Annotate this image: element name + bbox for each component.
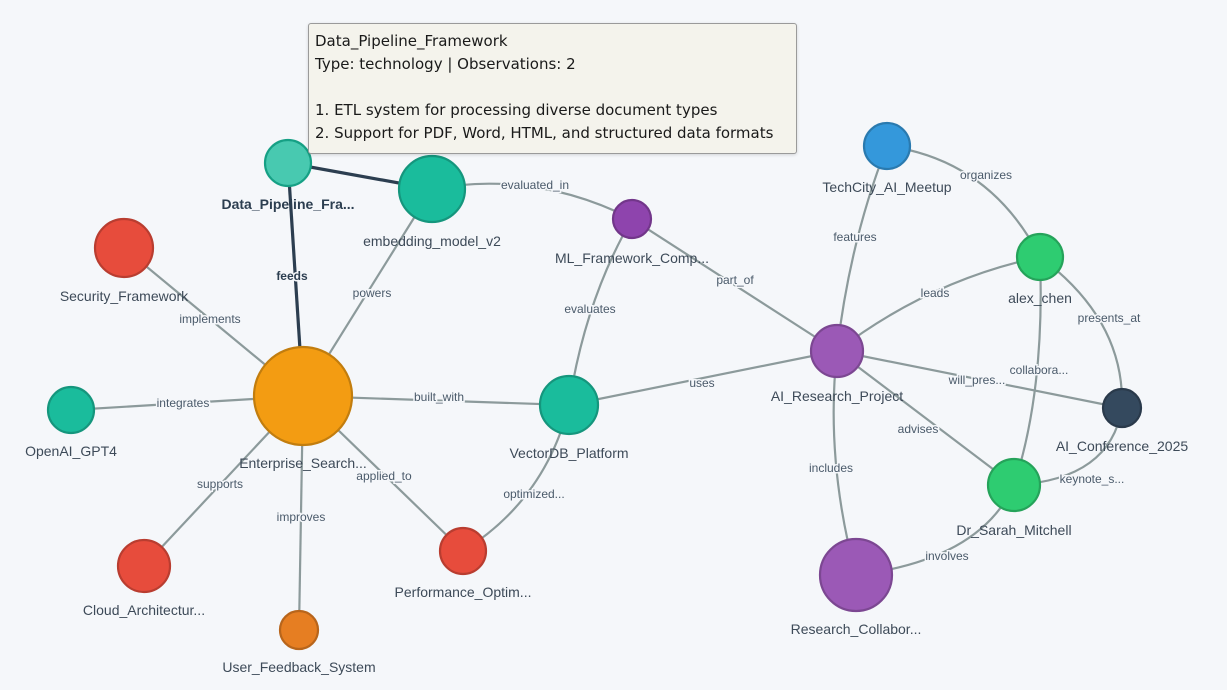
tooltip-observation: 2. Support for PDF, Word, HTML, and stru… <box>315 124 774 142</box>
edge-label: evaluated_in <box>501 178 569 192</box>
edge-label: applied_to <box>356 469 412 483</box>
node-cloud[interactable] <box>116 538 172 594</box>
node-openai[interactable] <box>46 385 96 435</box>
edge-label: involves <box>925 549 968 563</box>
edge-ai_research-dr_sarah[interactable] <box>836 350 1015 486</box>
node-label-techcity: TechCity_AI_Meetup <box>822 179 951 195</box>
node-label-user_feedback: User_Feedback_System <box>222 659 375 675</box>
edge-label: supports <box>197 477 243 491</box>
edge-label: feeds <box>276 269 308 283</box>
edge-label: built_with <box>414 390 464 404</box>
edge-label: organizes <box>960 168 1012 182</box>
edge-label: leads <box>921 286 950 300</box>
node-label-performance: Performance_Optim... <box>395 584 532 600</box>
tooltip-observation: 1. ETL system for processing diverse doc… <box>315 101 718 119</box>
node-label-embedding_model: embedding_model_v2 <box>363 233 501 249</box>
node-label-cloud: Cloud_Architectur... <box>83 602 205 618</box>
node-label-ai_conference: AI_Conference_2025 <box>1056 438 1189 454</box>
edge-label: optimized... <box>503 487 564 501</box>
edge-alex_chen-ai_research[interactable] <box>836 255 1041 352</box>
node-label-enterprise: Enterprise_Search... <box>239 455 367 471</box>
node-vectordb[interactable] <box>538 374 600 436</box>
edge-label: powers <box>353 286 392 300</box>
edge-vectordb-ai_research[interactable] <box>568 349 838 407</box>
edge-label: evaluates <box>564 302 615 316</box>
node-label-alex_chen: alex_chen <box>1008 290 1072 306</box>
edge-label: uses <box>689 376 714 390</box>
edge-label: will_pres... <box>948 373 1006 387</box>
node-label-data_pipeline: Data_Pipeline_Fra... <box>221 196 354 212</box>
tooltip-title: Data_Pipeline_Framework <box>315 32 508 50</box>
node-ml_framework[interactable] <box>611 198 653 240</box>
tooltip-meta: Type: technology | Observations: 2 <box>315 55 576 73</box>
edge-label: collabora... <box>1010 363 1069 377</box>
node-label-security: Security_Framework <box>60 288 189 304</box>
edge-techcity-alex_chen[interactable] <box>886 144 1041 258</box>
node-label-openai: OpenAI_GPT4 <box>25 443 117 459</box>
edge-label: features <box>833 230 876 244</box>
node-label-ml_framework: ML_Framework_Comp... <box>555 250 709 266</box>
node-data_pipeline[interactable] <box>263 138 313 188</box>
edge-label: presents_at <box>1078 311 1141 325</box>
edge-label: advises <box>898 422 939 436</box>
node-security[interactable] <box>93 217 155 279</box>
edge-label: implements <box>179 312 240 326</box>
node-label-research_collab: Research_Collabor... <box>791 621 922 637</box>
node-label-ai_research: AI_Research_Project <box>771 388 903 404</box>
edge-labels-layer: feeds powers evaluated_in implements integra… <box>155 167 1142 565</box>
edge-techcity-ai_research[interactable] <box>835 145 889 352</box>
node-labels-layer: Data_Pipeline_Fra... embedding_model_v2Se… <box>25 179 1188 675</box>
node-alex_chen[interactable] <box>1015 232 1065 282</box>
node-embedding_model[interactable] <box>397 154 467 224</box>
node-dr_sarah[interactable] <box>986 457 1042 513</box>
node-user_feedback[interactable] <box>278 609 320 651</box>
edge-label: keynote_s... <box>1060 472 1125 486</box>
node-techcity[interactable] <box>862 121 912 171</box>
edge-label: improves <box>277 510 326 524</box>
node-tooltip: Data_Pipeline_Framework Type: technology… <box>308 23 797 154</box>
tooltip-spacer <box>315 76 796 99</box>
node-enterprise[interactable] <box>252 345 354 447</box>
edge-ai_research-ai_conference[interactable] <box>836 349 1123 410</box>
nodes-layer <box>46 121 1143 651</box>
edge-label: part_of <box>716 273 754 287</box>
node-research_collab[interactable] <box>818 537 894 613</box>
node-performance[interactable] <box>438 526 488 576</box>
edge-label: includes <box>809 461 853 475</box>
edge-alex_chen-ai_conference[interactable] <box>1039 256 1124 409</box>
node-label-vectordb: VectorDB_Platform <box>509 445 628 461</box>
edge-ml_framework-ai_research[interactable] <box>631 218 838 352</box>
edge-label: integrates <box>157 396 210 410</box>
node-ai_research[interactable] <box>809 323 865 379</box>
node-ai_conference[interactable] <box>1101 387 1143 429</box>
node-label-dr_sarah: Dr_Sarah_Mitchell <box>956 522 1071 538</box>
